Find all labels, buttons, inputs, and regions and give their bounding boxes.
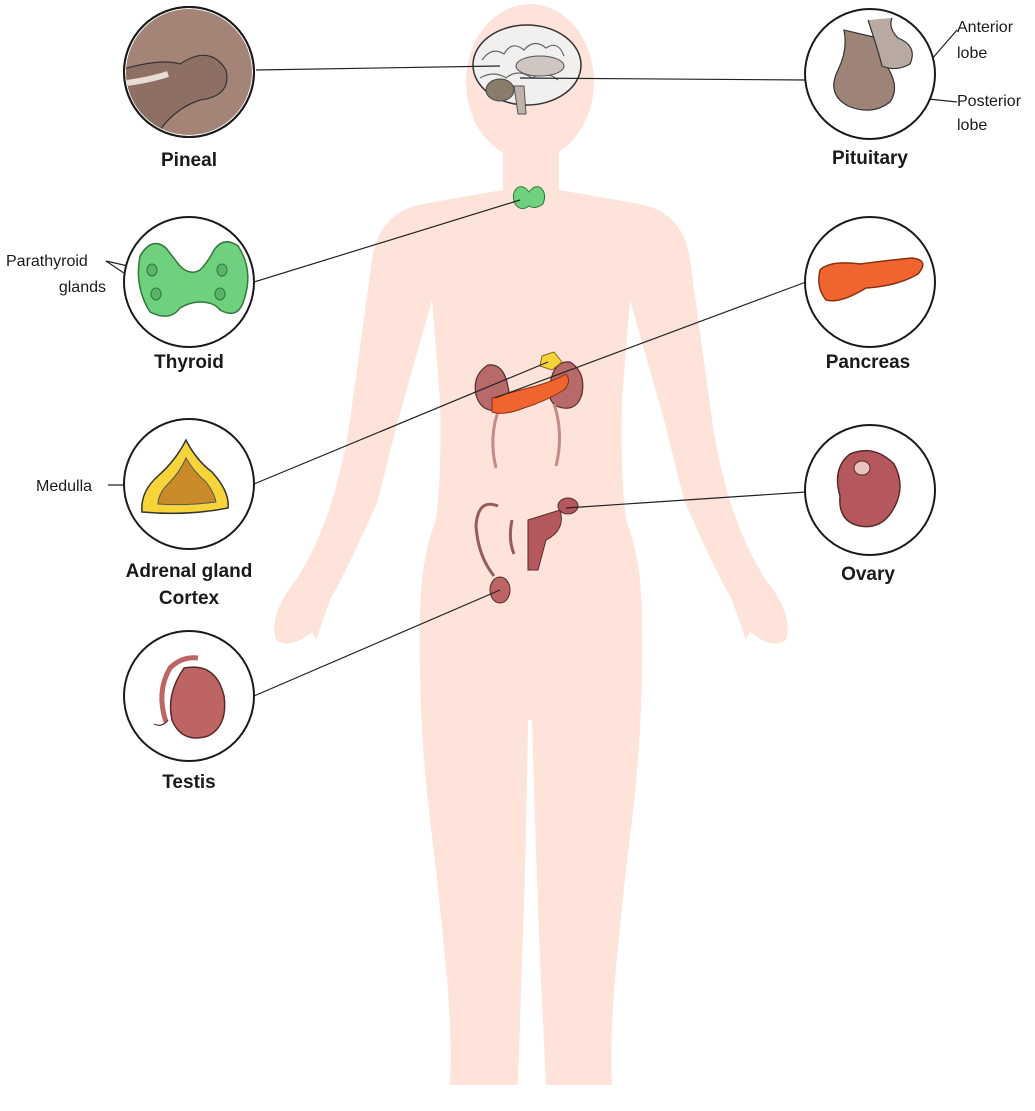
pituitary-inset <box>805 9 935 139</box>
label-thyroid: Thyroid <box>154 352 224 373</box>
label-posterior-lobe-line2: lobe <box>957 117 987 134</box>
thyroid-inset <box>124 217 254 347</box>
label-pituitary: Pituitary <box>832 148 908 169</box>
adrenal-inset <box>124 419 254 549</box>
ovary-inset <box>805 425 935 555</box>
testis-inset <box>124 631 254 761</box>
label-testis: Testis <box>162 772 216 793</box>
label-anterior-lobe-line2: lobe <box>957 45 987 62</box>
pancreas-inset <box>805 217 935 347</box>
pineal-inset <box>120 5 260 146</box>
label-parathyroid-line2: glands <box>59 279 106 296</box>
label-parathyroid-line1: Parathyroid <box>6 253 88 270</box>
label-posterior-lobe-line1: Posterior <box>957 93 1022 110</box>
label-pancreas: Pancreas <box>826 352 911 373</box>
label-ovary: Ovary <box>841 564 895 585</box>
label-anterior-lobe-line1: Anterior <box>957 19 1014 36</box>
label-medulla: Medulla <box>36 478 92 495</box>
label-adrenal-gland: Adrenal gland <box>126 561 253 582</box>
label-adrenal-cortex: Cortex <box>159 588 220 609</box>
label-pineal: Pineal <box>161 150 217 171</box>
